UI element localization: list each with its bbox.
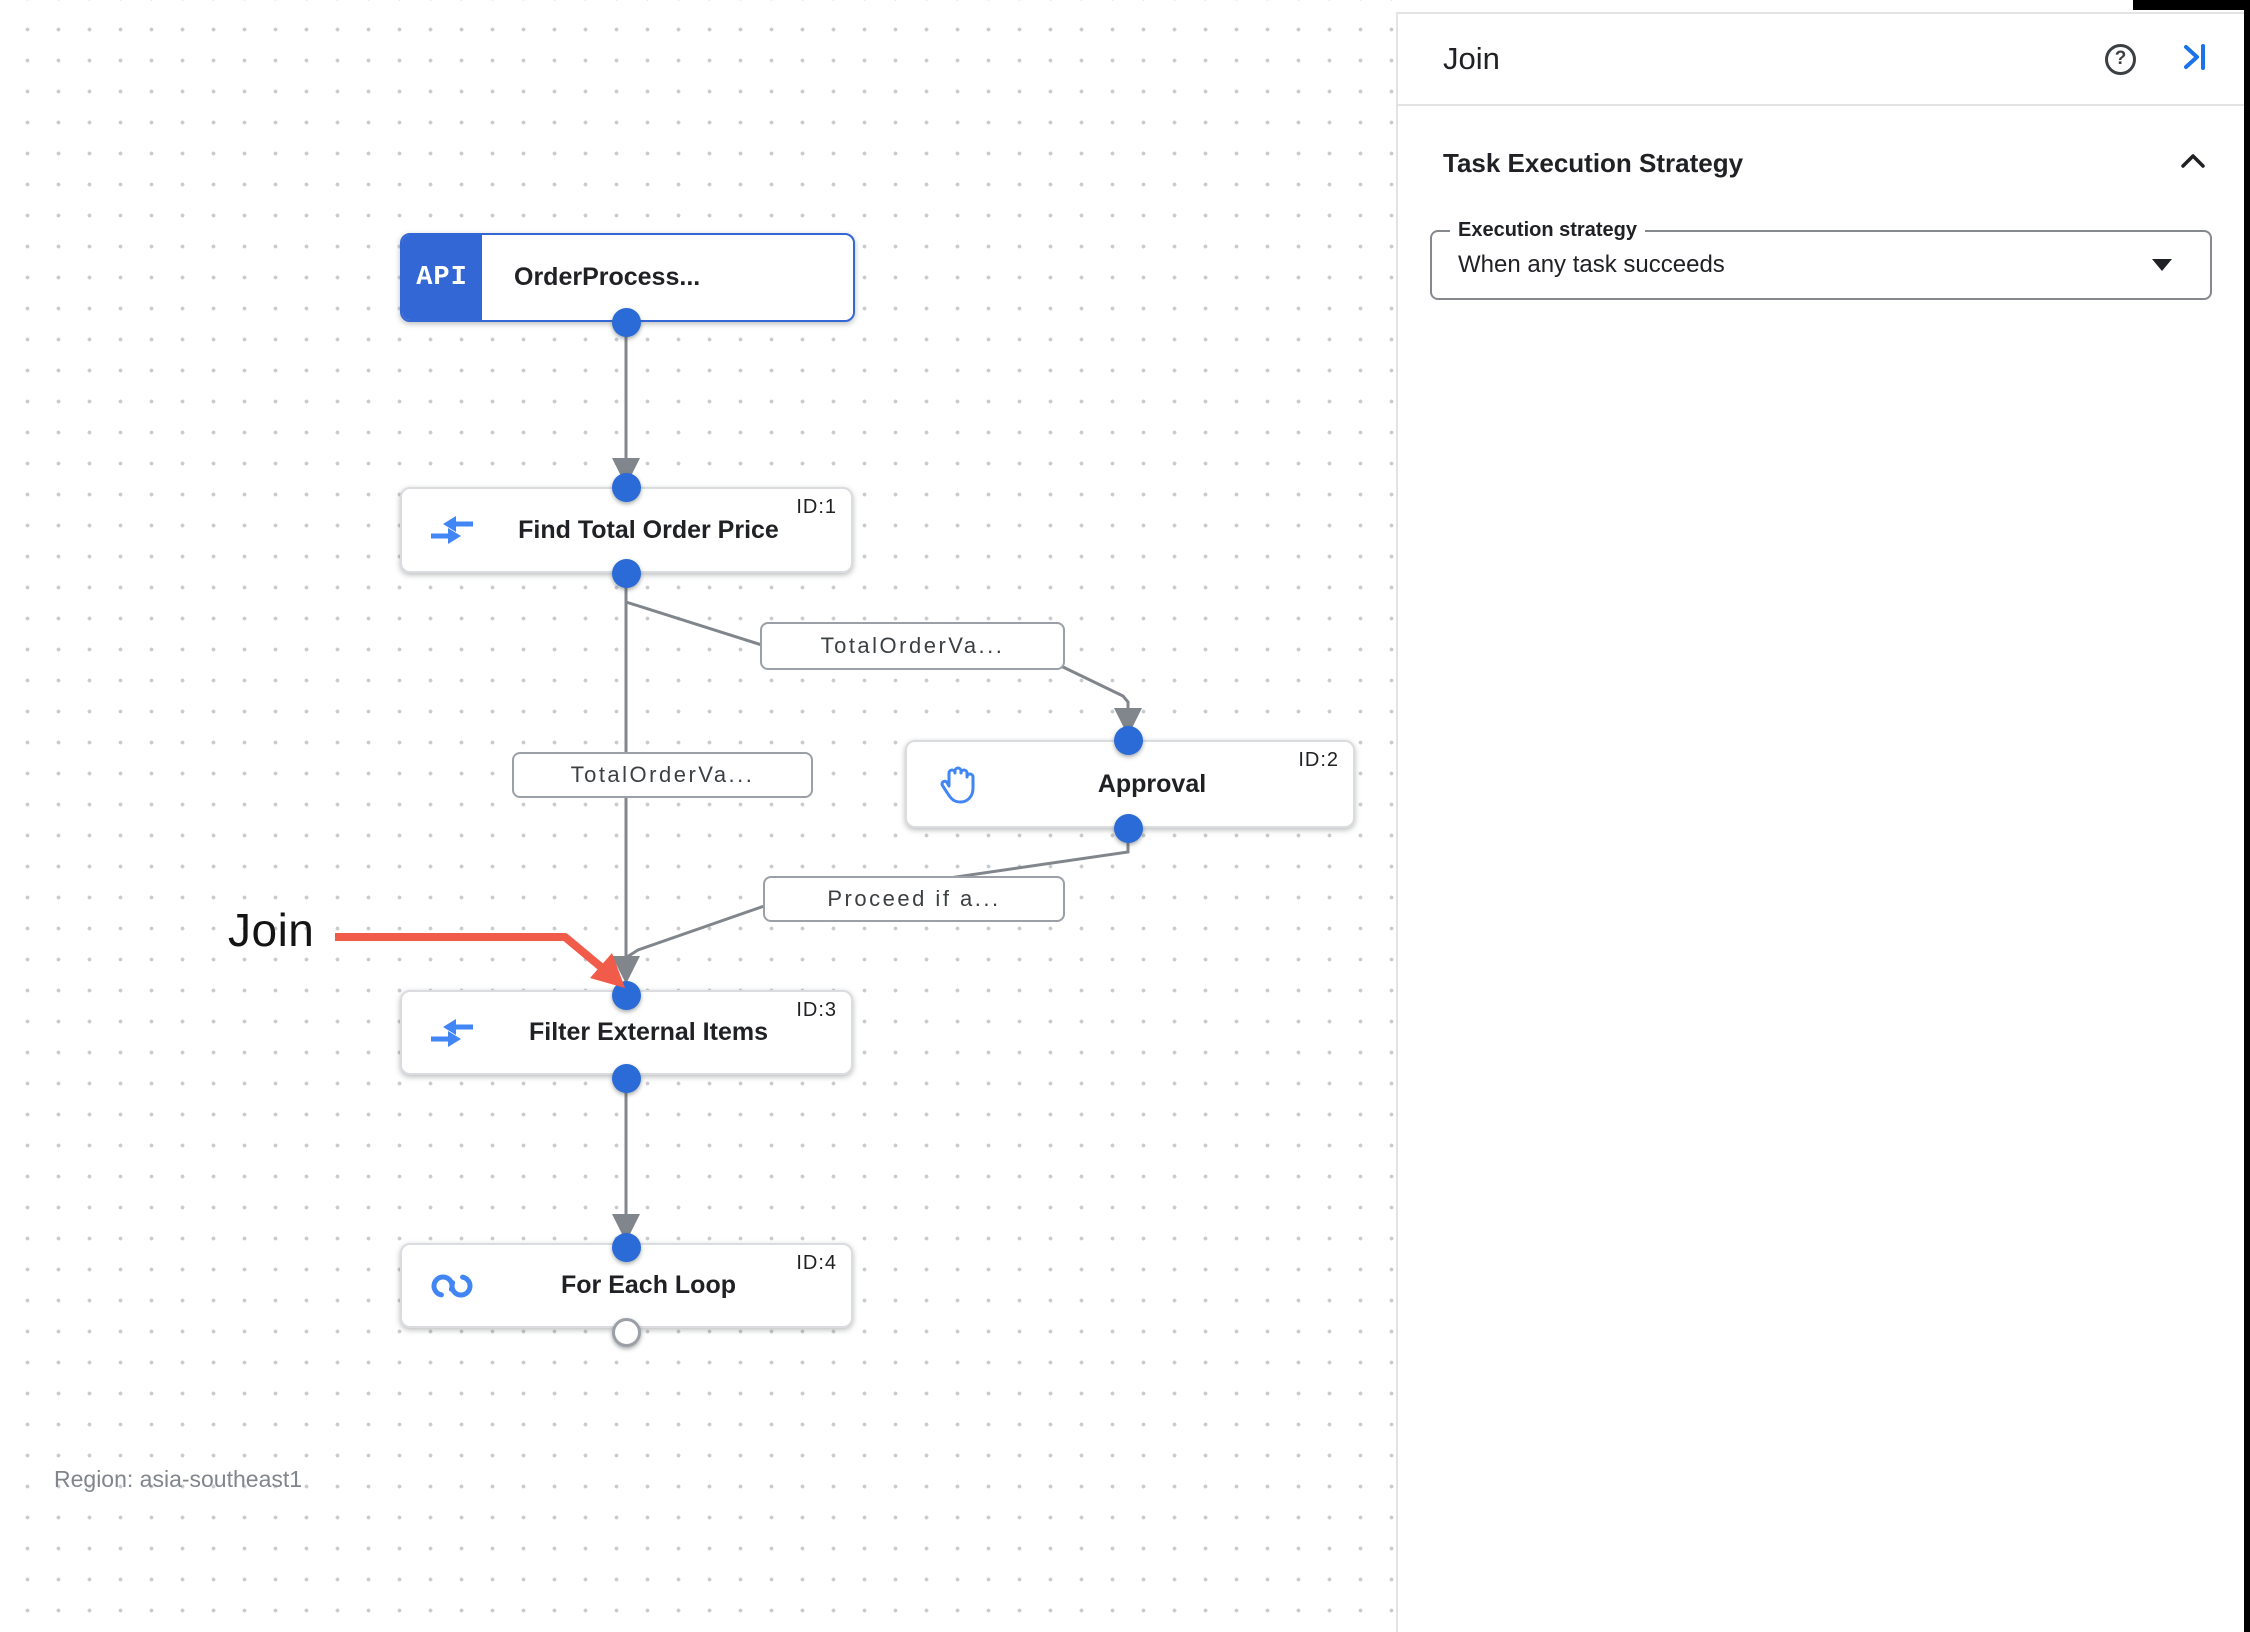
chevron-up-icon[interactable] bbox=[2180, 153, 2206, 174]
connector-foreach-out-open[interactable] bbox=[612, 1318, 641, 1347]
connector-find-in[interactable] bbox=[612, 473, 641, 502]
connector-filter-out[interactable] bbox=[612, 1064, 641, 1093]
node-id-tag: ID:3 bbox=[796, 999, 837, 1021]
api-icon: API bbox=[402, 235, 482, 320]
panel-top-divider bbox=[1396, 12, 2250, 14]
connector-trigger-out[interactable] bbox=[612, 308, 641, 337]
panel-title: Join bbox=[1443, 41, 1500, 76]
panel-header: Join ? bbox=[1396, 14, 2250, 106]
connector-filter-in-join-point[interactable] bbox=[612, 981, 641, 1010]
help-icon[interactable]: ? bbox=[2105, 43, 2136, 75]
node-id-tag: ID:4 bbox=[796, 1252, 837, 1274]
help-glyph: ? bbox=[2114, 48, 2127, 69]
workflow-canvas[interactable]: API OrderProcess... Find Total Order Pri… bbox=[0, 0, 1396, 1632]
collapse-panel-icon[interactable] bbox=[2180, 42, 2210, 77]
execution-strategy-select[interactable]: Execution strategy When any task succeed… bbox=[1430, 219, 2212, 300]
node-id-tag: ID:2 bbox=[1298, 749, 1339, 771]
approval-hand-icon bbox=[933, 762, 981, 806]
data-mapping-icon bbox=[428, 1015, 476, 1051]
node-label: Approval bbox=[1097, 769, 1207, 798]
window-edge-artifact-top bbox=[2133, 0, 2250, 10]
section-title: Task Execution Strategy bbox=[1443, 148, 1744, 178]
region-note: Region: asia-southeast1 bbox=[54, 1466, 303, 1492]
connector-foreach-in[interactable] bbox=[612, 1233, 641, 1262]
loop-icon bbox=[428, 1272, 476, 1300]
data-mapping-icon bbox=[428, 512, 476, 548]
connector-approval-in[interactable] bbox=[1114, 726, 1143, 755]
edge-label-total-order-value-right[interactable]: TotalOrderVa... bbox=[760, 622, 1065, 670]
config-panel: Join ? Task Execution Strategy Execution… bbox=[1396, 0, 2250, 1632]
edge-label-total-order-value-left[interactable]: TotalOrderVa... bbox=[512, 752, 813, 798]
edge-label-text: TotalOrderVa... bbox=[570, 762, 755, 787]
execution-strategy-label: Execution strategy bbox=[1450, 219, 1645, 242]
edge-label-proceed-if[interactable]: Proceed if a... bbox=[763, 876, 1065, 922]
execution-strategy-value: When any task succeeds bbox=[1458, 251, 1725, 278]
node-label: Find Total Order Price bbox=[518, 515, 779, 544]
node-id-tag: ID:1 bbox=[796, 496, 837, 518]
window-edge-artifact-right bbox=[2244, 0, 2250, 1632]
node-label: OrderProcess... bbox=[514, 263, 701, 291]
edge-label-text: Proceed if a... bbox=[827, 886, 1001, 911]
dropdown-arrow-icon[interactable] bbox=[2152, 259, 2172, 271]
node-label: Filter External Items bbox=[529, 1018, 768, 1046]
section-task-execution-strategy[interactable]: Task Execution Strategy bbox=[1443, 148, 2213, 179]
annotation-join-label: Join bbox=[228, 904, 315, 956]
edge-label-text: TotalOrderVa... bbox=[820, 633, 1005, 658]
node-label: For Each Loop bbox=[561, 1271, 736, 1299]
connector-find-out[interactable] bbox=[612, 559, 641, 588]
connector-approval-out[interactable] bbox=[1114, 814, 1143, 843]
panel-left-divider bbox=[1396, 12, 1398, 1632]
